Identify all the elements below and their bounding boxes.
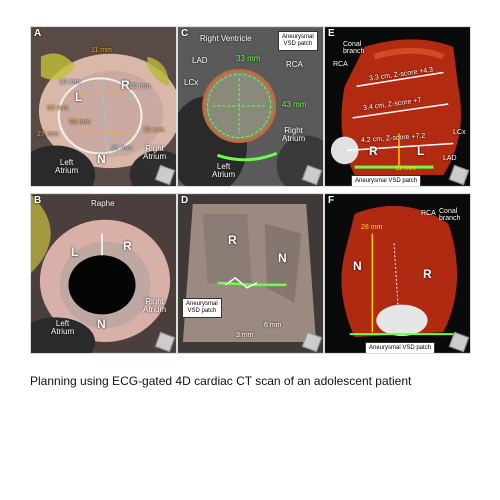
cusp-n-d: N <box>278 251 287 265</box>
measure-58mm: 58 mm <box>69 119 91 126</box>
measure-28mm-f: 28 mm <box>361 224 383 231</box>
measure-43mm: 43 mm <box>282 100 307 109</box>
rca-label-f: RCA <box>421 210 436 217</box>
cusp-r-d: R <box>228 233 237 247</box>
cusp-r-e: R <box>369 144 378 158</box>
panel-b-label: B <box>34 195 42 206</box>
rca-label-e: RCA <box>333 61 348 68</box>
cusp-l-b: L <box>71 245 79 259</box>
patch-box-e: Aneurysmal VSD patch <box>351 175 422 186</box>
panel-c-label: C <box>181 28 189 39</box>
right-atrium-label-b: Right Atrium <box>143 297 167 314</box>
conal-branch-label-f: Conal branch <box>439 208 461 222</box>
panel-f: F RCA Conal branch 28 mm N R Aneurysmal … <box>324 193 471 354</box>
panel-e-label: E <box>328 28 335 39</box>
right-atrium-label: Right Atrium <box>143 144 167 161</box>
cusp-n-f: N <box>353 259 362 273</box>
cusp-r: R <box>121 78 130 92</box>
rca-label-c: RCA <box>286 60 303 69</box>
panel-e-image <box>325 27 470 186</box>
measure-27mm: 27 mm <box>37 131 59 138</box>
panel-d-label: D <box>181 195 189 206</box>
measure-21mm: 21 mm <box>111 145 133 152</box>
cusp-l-e: L <box>417 144 425 158</box>
measure-28mm: 28 mm <box>143 127 165 134</box>
lcx-label-e: LCx <box>453 129 466 136</box>
cusp-r-f: R <box>423 267 432 281</box>
patch-box-c: Aneurysmal VSD patch <box>278 31 318 51</box>
panel-e: E Conal branch RCA 3.3 cm, Z-score +4.3 … <box>324 26 471 187</box>
panel-d-image <box>178 194 323 353</box>
panel-b: B Raphe L R N Left Atrium Right Atrium <box>30 193 177 354</box>
right-atrium-label-c: Right Atrium <box>282 126 306 143</box>
lad-label-c: LAD <box>192 56 208 65</box>
panel-d: D R N Aneurysmal VSD patch 3 mm 6 mm <box>177 193 324 354</box>
cusp-n: N <box>97 152 106 166</box>
panel-f-label: F <box>328 195 335 206</box>
lad-label-e: LAD <box>443 155 457 162</box>
panel-a-label: A <box>34 28 42 39</box>
lcx-label-c: LCx <box>184 78 199 87</box>
left-atrium-label-b: Left Atrium <box>51 319 75 336</box>
measure-10mm-a: 10 mm <box>59 79 81 86</box>
patch-box-f: Aneurysmal VSD patch <box>365 342 436 353</box>
panel-b-image <box>31 194 176 353</box>
measure-60mm: 60 mm <box>47 105 69 112</box>
panel-c: C Right Ventricle Aneurysmal VSD patch L… <box>177 26 324 187</box>
raphe-label: Raphe <box>91 199 115 208</box>
measure-33mm: 33 mm <box>236 54 261 63</box>
panel-a: A 11 mm 10 mm 10 mm 60 mm 58 mm 27 mm 28… <box>30 26 177 187</box>
cusp-n-b: N <box>97 317 106 331</box>
measure-10mm-b: 10 mm <box>129 83 151 90</box>
left-atrium-label: Left Atrium <box>55 158 79 175</box>
measure-11mm: 11 mm <box>91 47 112 54</box>
panel-c-image <box>178 27 323 186</box>
patch-box-d: Aneurysmal VSD patch <box>182 298 222 318</box>
figure: A 11 mm 10 mm 10 mm 60 mm 58 mm 27 mm 28… <box>30 26 471 356</box>
measure-3mm: 3 mm <box>236 332 254 339</box>
right-ventricle-label: Right Ventricle <box>200 34 252 43</box>
conal-branch-label-e: Conal branch <box>343 41 365 55</box>
cusp-l: L <box>75 90 83 104</box>
measure-6mm: 6 mm <box>264 322 282 329</box>
measure-11mm-e: 11 mm <box>395 165 416 172</box>
panel-f-image <box>325 194 470 353</box>
left-atrium-label-c: Left Atrium <box>212 162 236 179</box>
figure-caption: Planning using ECG-gated 4D cardiac CT s… <box>30 374 412 388</box>
cusp-r-b: R <box>123 239 132 253</box>
